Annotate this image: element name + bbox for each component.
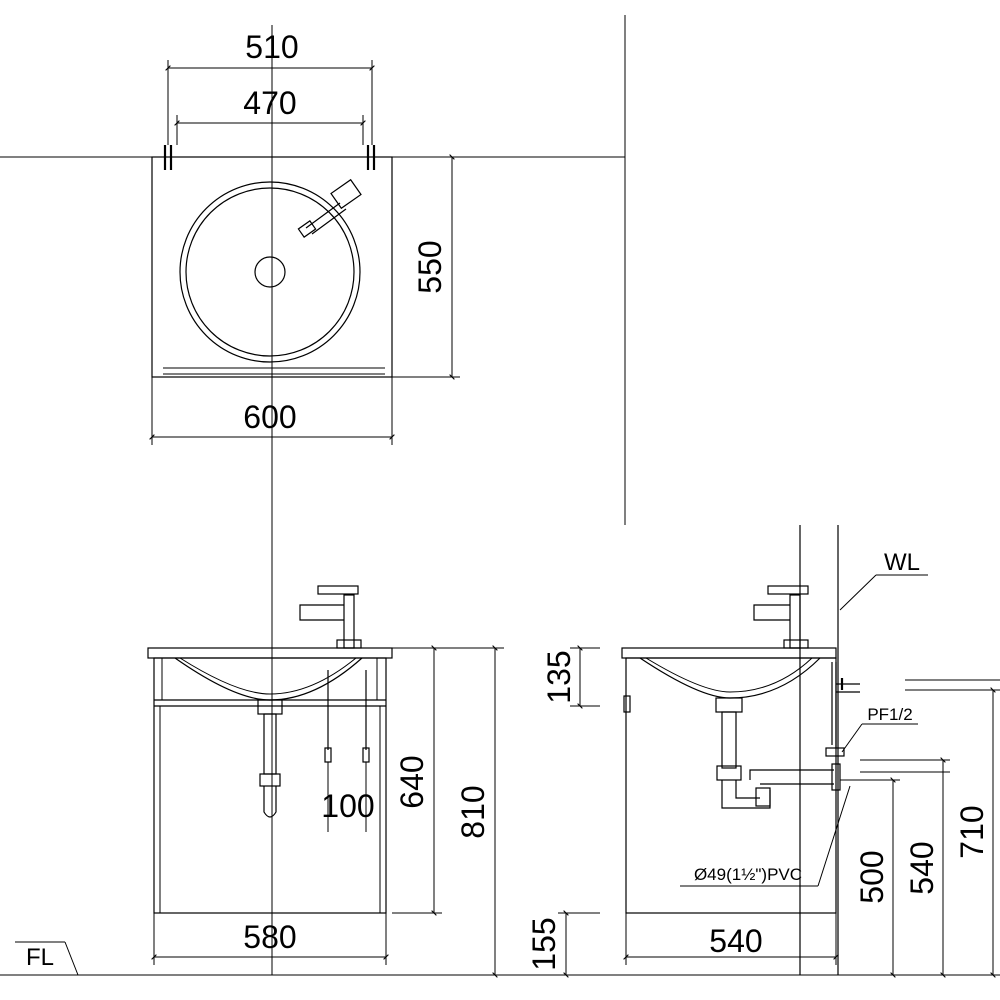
drain-pipe-marker: Ø49(1½")PVC	[680, 785, 851, 887]
dim-550-label: 550	[412, 240, 448, 293]
dim-540-height-label: 540	[904, 841, 940, 894]
dim-550: 550	[392, 154, 460, 380]
basin-inner-rim	[185, 187, 355, 357]
basin-outer-rim	[179, 181, 361, 363]
dim-600-label: 600	[243, 399, 296, 435]
dim-135: 135	[541, 645, 600, 709]
dim-100: 100	[321, 762, 375, 832]
dim-810-label: 810	[455, 785, 491, 838]
dim-500-label: 500	[854, 850, 890, 903]
faucet-plan-icon	[297, 178, 362, 238]
dim-470-label: 470	[243, 85, 296, 121]
dim-540-depth: 540	[623, 913, 839, 965]
side-drain-trap	[715, 697, 841, 809]
dim-510: 510	[165, 29, 375, 145]
dim-580-label: 580	[243, 919, 296, 955]
front-view: 100 580 640 810 FL	[15, 585, 504, 978]
dim-155-label: 155	[526, 917, 562, 970]
drain-pipe-label: Ø49(1½")PVC	[694, 865, 802, 884]
dim-640-label: 640	[394, 755, 430, 808]
top-view: 510 470 550 600	[149, 29, 460, 445]
dim-510-label: 510	[245, 29, 298, 65]
wall-pipe-stubs	[860, 679, 1000, 773]
front-countertop	[147, 647, 393, 659]
side-cabinet	[625, 657, 837, 914]
floor-level-marker: FL	[15, 941, 79, 976]
dim-600: 600	[149, 377, 395, 445]
dim-580: 580	[151, 913, 389, 965]
front-faucet-icon	[299, 585, 362, 649]
drain-hole	[254, 256, 286, 288]
wall-brackets	[163, 145, 376, 170]
dim-540-height: 540	[900, 757, 950, 978]
front-supply-hoses	[324, 670, 370, 763]
pipe-fitting-marker: PF1/2	[841, 705, 918, 753]
pipe-fitting-label: PF1/2	[867, 705, 912, 724]
dim-155: 155	[526, 910, 600, 978]
floor-level-label: FL	[26, 944, 54, 971]
side-view: WL PF1/2 Ø49(1½")PVC 135 155	[526, 525, 1000, 978]
dim-470: 470	[174, 85, 366, 145]
front-drain-trap	[257, 699, 283, 818]
dim-135-label: 135	[541, 650, 577, 703]
top-view-countertop	[151, 156, 393, 378]
dim-710: 710	[950, 687, 1000, 978]
side-supply-valve	[825, 662, 860, 757]
dim-810: 810	[442, 645, 504, 978]
wall-line-marker: WL	[839, 549, 928, 611]
wall-line-label: WL	[884, 549, 920, 576]
reference-lines	[0, 15, 1000, 976]
dim-710-label: 710	[954, 805, 990, 858]
dim-100-label: 100	[321, 788, 374, 824]
dim-500: 500	[840, 777, 900, 978]
dim-540-depth-label: 540	[709, 923, 762, 959]
dim-640: 640	[392, 645, 442, 916]
front-cabinet	[153, 657, 387, 914]
side-faucet-icon	[753, 585, 809, 649]
side-countertop	[621, 647, 837, 659]
